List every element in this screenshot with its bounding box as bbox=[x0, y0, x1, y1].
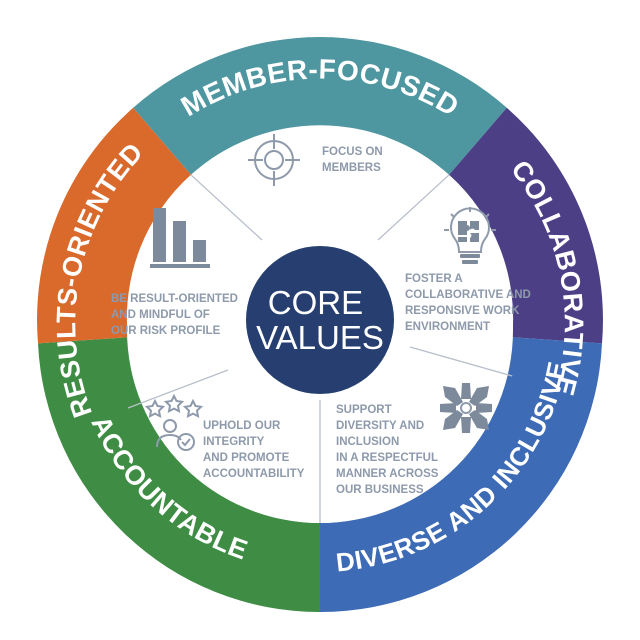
segment-dividers bbox=[127, 174, 513, 523]
core-values-title: CORE VALUES bbox=[256, 284, 384, 356]
lightbulb-puzzle-icon bbox=[444, 207, 496, 264]
description-diverse-and-inclusive: SUPPORT DIVERSITY AND INCLUSION IN A RES… bbox=[336, 404, 442, 496]
target-icon bbox=[248, 134, 300, 186]
segment-diverse-and-inclusive bbox=[320, 337, 602, 613]
segment-collaborative bbox=[449, 107, 603, 344]
description-accountable: UPHOLD OUR INTEGRITY AND PROMOTE ACCOUNT… bbox=[203, 420, 305, 480]
segment-results-oriented bbox=[37, 107, 191, 344]
hands-together-icon bbox=[440, 383, 492, 433]
segment-accountable bbox=[38, 337, 320, 613]
description-collaborative: FOSTER A COLLABORATIVE AND RESPONSIVE WO… bbox=[405, 273, 534, 333]
description-results-oriented: BE RESULT-ORIENTED AND MINDFUL OF OUR RI… bbox=[111, 293, 241, 337]
description-member-focused: FOCUS ON MEMBERS bbox=[322, 146, 386, 174]
outer-ring bbox=[37, 37, 603, 613]
segment-member-focused bbox=[133, 37, 507, 175]
core-circle bbox=[246, 246, 394, 394]
bar-chart-icon bbox=[150, 208, 210, 268]
person-stars-check-icon bbox=[144, 393, 204, 451]
